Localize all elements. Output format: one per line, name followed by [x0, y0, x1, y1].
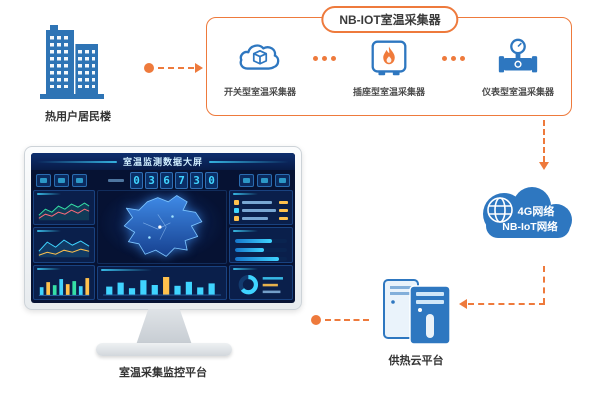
list-item: [234, 216, 288, 221]
dashboard-right-column: [229, 190, 293, 300]
header-decoration: [209, 160, 290, 163]
stat-chip-icon: [239, 173, 254, 187]
monitor-stand-base: [96, 343, 232, 356]
collector-label: 插座型室温采集器: [352, 86, 425, 97]
flame-box-icon: [371, 40, 407, 75]
residential-building-icon: [40, 25, 104, 99]
dashboard-left-column: [33, 190, 95, 300]
network-label-line1: 4G网络: [518, 204, 555, 218]
connector-dashed-line: [543, 266, 545, 304]
collector-switch-type: 开关型室温采集器: [212, 36, 308, 98]
stat-chips-left: [36, 173, 87, 187]
dashboard-title: 室温监测数据大屏: [123, 157, 204, 167]
monitor-stand-neck: [136, 309, 192, 345]
counter-display: 0 3 6 7 3 0: [108, 171, 218, 189]
ranking-list-panel: [229, 190, 293, 226]
valve-meter-icon: [498, 38, 538, 72]
collector-meter-type: 仪表型室温采集器: [470, 36, 566, 98]
progress-list-panel: [229, 227, 293, 263]
dots-separator-icon: [313, 56, 336, 61]
counter-digit: 6: [160, 171, 173, 189]
globe-cloud-icon: 4G网络 NB-IoT网络: [483, 187, 572, 238]
stat-chips-right: [239, 173, 290, 187]
collector-label: 开关型室温采集器: [223, 86, 296, 97]
bottom-bar-chart-panel: [97, 266, 227, 300]
list-item: [234, 200, 288, 205]
header-decoration: [37, 160, 117, 163]
connector-dashed-line: [158, 67, 194, 69]
list-item: [234, 224, 288, 225]
dashboard-stats-row: 0 3 6 7 3 0: [31, 170, 295, 190]
counter-digit: 0: [130, 171, 143, 189]
collector-group-box: 开关型室温采集器 插座型室温采集器 仪表型室: [206, 17, 572, 116]
connector-arrow: [539, 162, 549, 170]
counter-digit: 3: [190, 171, 203, 189]
progress-row: [235, 239, 287, 244]
dashboard-header: 室温监测数据大屏: [31, 153, 295, 170]
collector-socket-type: 插座型室温采集器: [341, 36, 437, 98]
counter-digit: 0: [205, 171, 218, 189]
connector-arrow: [195, 63, 203, 73]
connector-dashed-line: [468, 303, 545, 305]
city-map-panel: [97, 190, 227, 264]
area-chart-panel: [33, 227, 95, 263]
monitor-label: 室温采集监控平台: [119, 367, 207, 379]
progress-row: [235, 248, 287, 253]
list-item: [234, 208, 288, 213]
donut-chart-panel: [229, 264, 293, 300]
progress-row: [235, 257, 287, 262]
stat-chip-icon: [36, 173, 51, 187]
counter-caption-bar: [108, 178, 124, 182]
connector-dot: [311, 315, 321, 325]
building-label: 热用户居民楼: [45, 111, 111, 123]
stat-chip-icon: [54, 173, 69, 187]
stat-chip-icon: [257, 173, 272, 187]
nbiot-collector-badge: NB-IOT室温采集器: [321, 6, 459, 33]
connector-dot: [144, 63, 154, 73]
collector-label: 仪表型室温采集器: [481, 86, 554, 97]
dashboard-center-column: [97, 190, 227, 300]
line-chart-panel: [33, 190, 95, 226]
network-label-line2: NB-IoT网络: [502, 220, 558, 233]
dashboard-body: [31, 190, 295, 303]
platform-label: 供热云平台: [388, 355, 444, 367]
cloud-cube-icon: [239, 43, 280, 70]
dashboard-screen: 室温监测数据大屏 0 3 6 7 3 0: [31, 153, 295, 303]
connector-arrow: [459, 299, 467, 309]
dots-separator-icon: [442, 56, 465, 61]
counter-digit: 3: [145, 171, 158, 189]
counter-digit: 7: [175, 171, 188, 189]
connector-dashed-line: [543, 120, 545, 162]
stat-chip-icon: [72, 173, 87, 187]
connector-dashed-line: [325, 319, 369, 321]
server-cabinets-icon: [383, 279, 451, 345]
monitor-frame: 室温监测数据大屏 0 3 6 7 3 0: [24, 146, 302, 310]
bar-chart-panel: [33, 264, 95, 300]
stat-chip-icon: [275, 173, 290, 187]
